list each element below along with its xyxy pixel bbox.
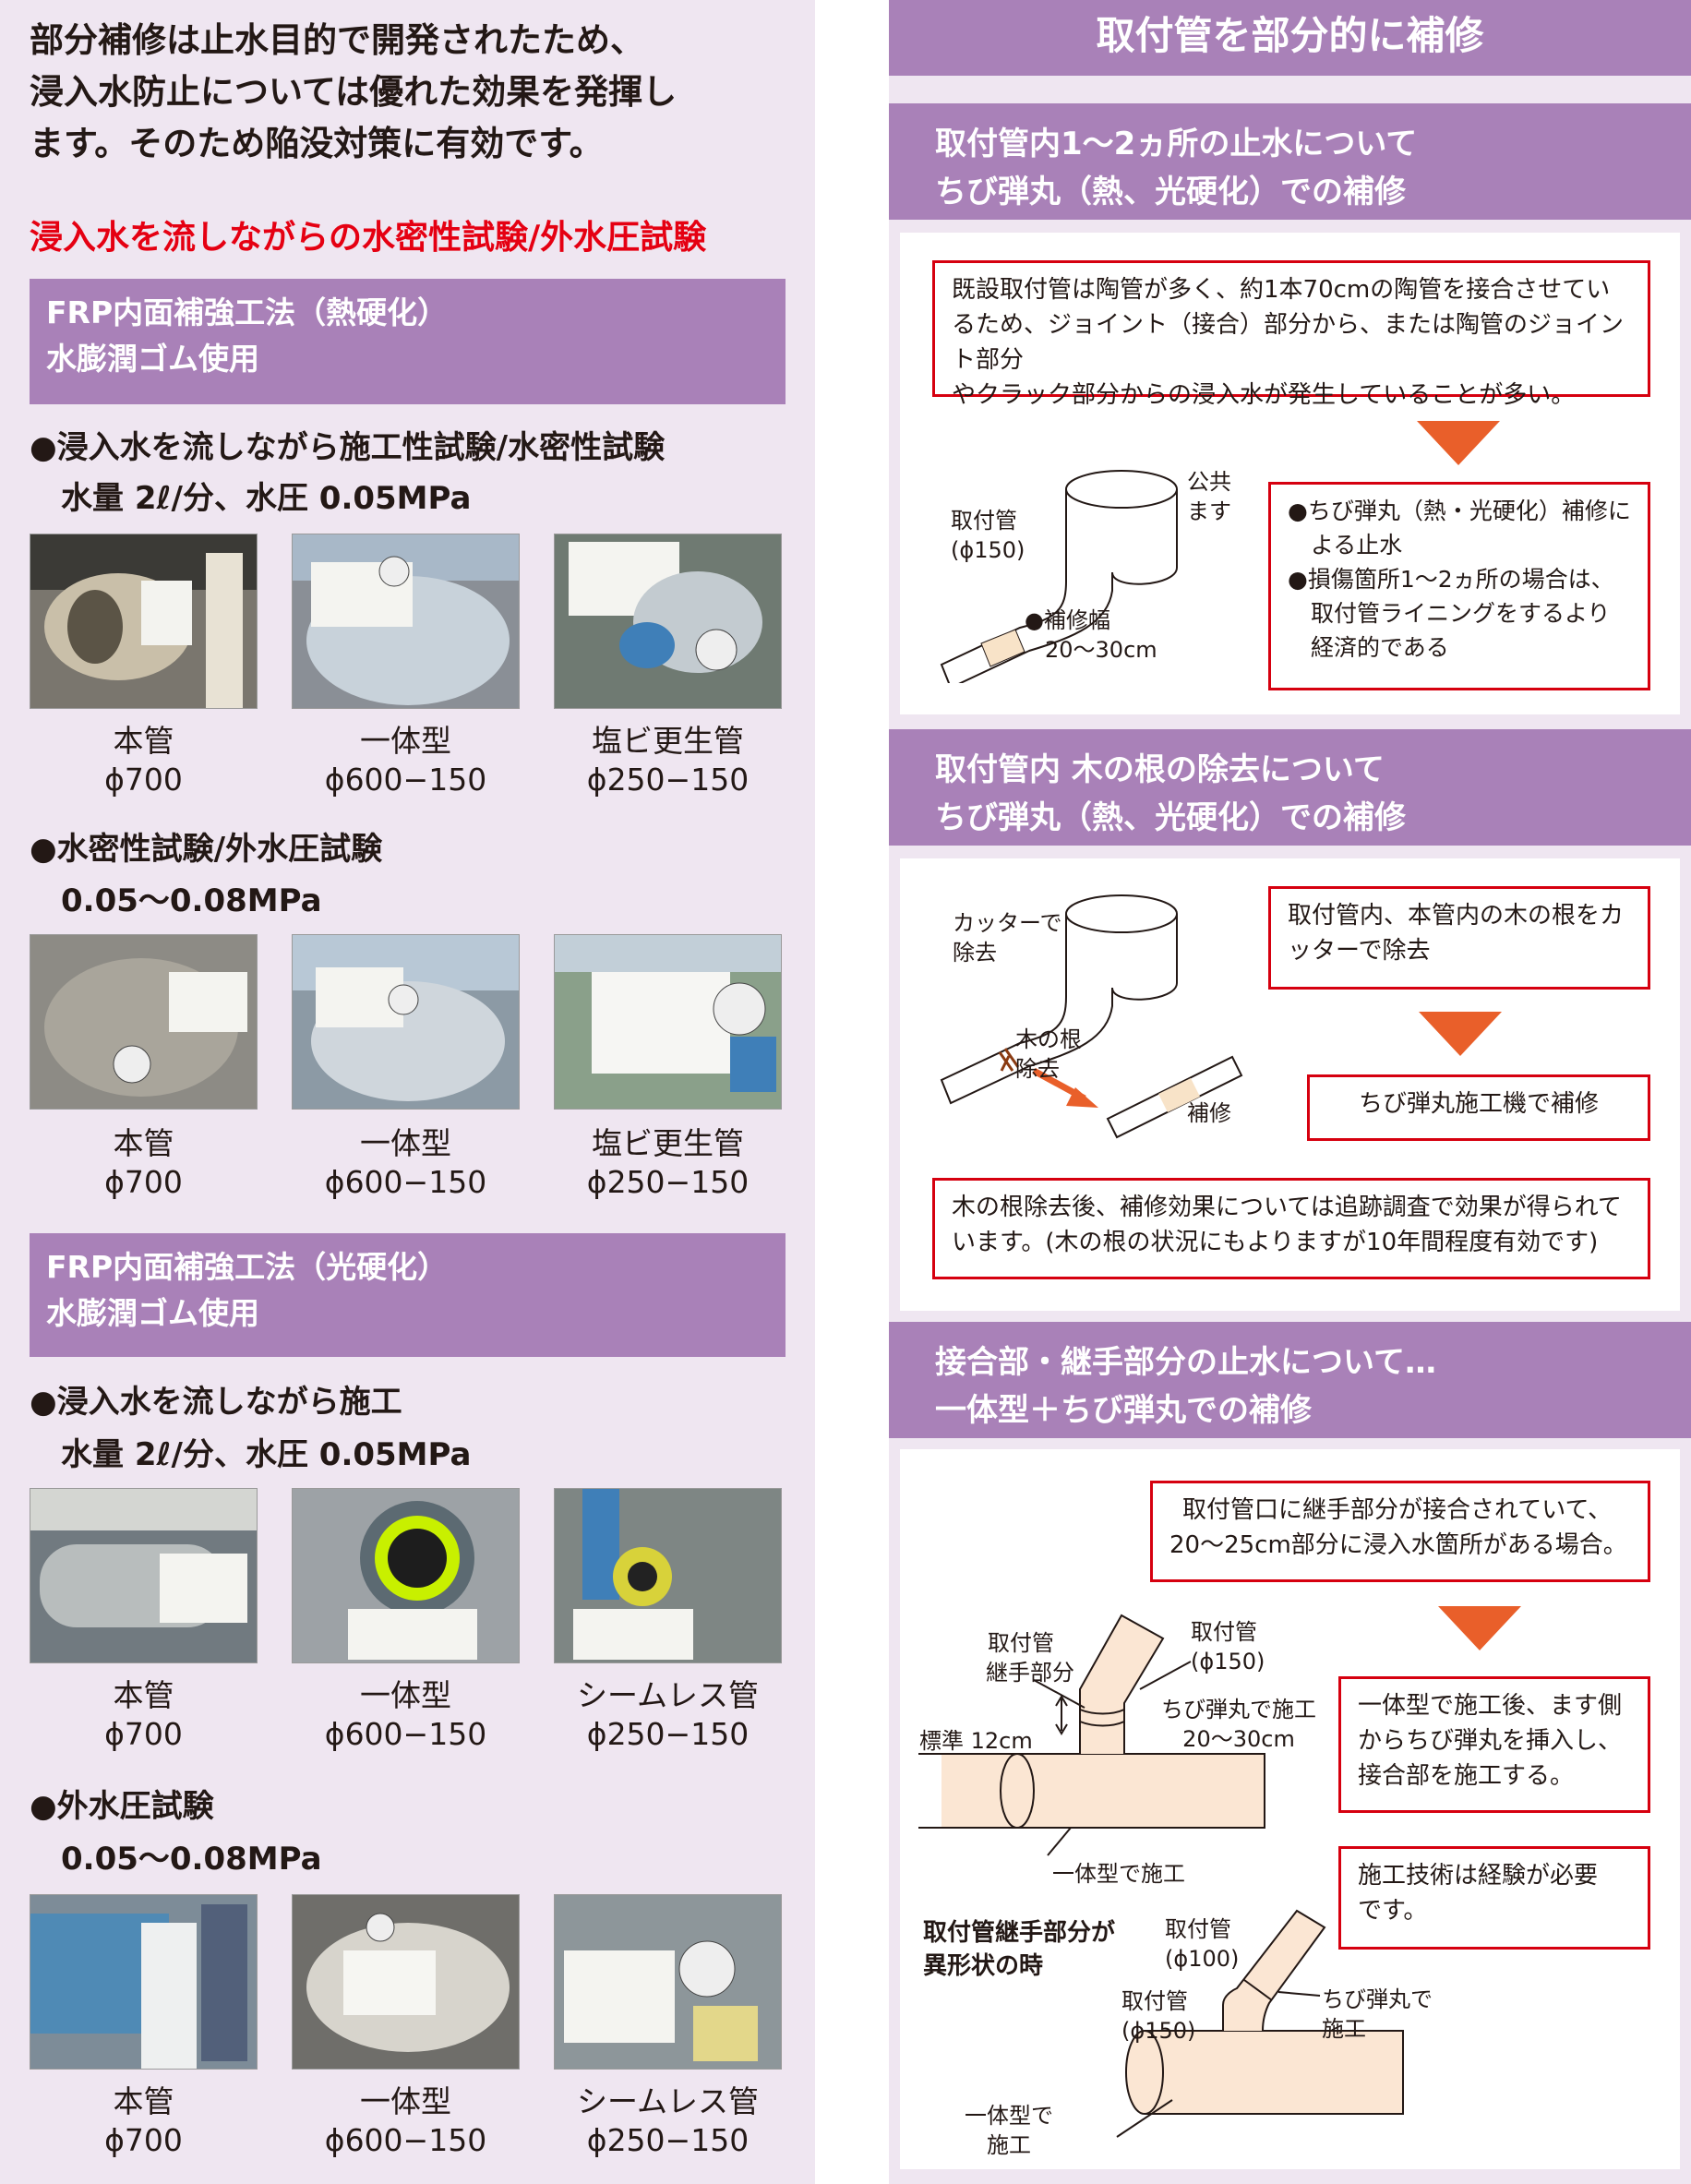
photo-integrated <box>292 1894 520 2070</box>
photo-main-pipe <box>30 1488 258 1663</box>
section-header-line: 水膨潤ゴム使用 <box>46 1295 259 1331</box>
intro-text: 部分補修は止水目的で開発されたため、 浸入水防止については優れた効果を発揮し ま… <box>30 15 805 170</box>
group-subtitle: 0.05〜0.08MPa <box>61 882 322 919</box>
label-public-basin: 公共ます <box>1187 469 1231 524</box>
photo-integrated <box>292 1488 520 1663</box>
joint-note-box: 取付管口に継手部分が接合されていて、 20〜25cm部分に浸入水箇所がある場合。 <box>1150 1481 1650 1582</box>
photo-integrated <box>292 934 520 1110</box>
group-title: ●外水圧試験 <box>30 1788 214 1825</box>
label-pipe: 取付管(ϕ150) <box>951 508 1025 563</box>
photo-main-pipe <box>30 534 258 709</box>
experience-box: 施工技術は経験が必要 です。 <box>1338 1846 1650 1950</box>
label-pipe-100: 取付管(ϕ100) <box>1165 1916 1240 1972</box>
intro-line: ます。そのため陥没対策に有効です。 <box>30 124 604 163</box>
down-arrow-icon <box>1417 421 1500 465</box>
photo-main-pipe <box>30 1894 258 2070</box>
block-header-joint-sealing: 接合部・継手部分の止水について… 一体型＋ちび弾丸での補修 <box>889 1322 1691 1438</box>
section-header-line: FRP内面補強工法（熱硬化） <box>46 294 449 330</box>
group-subtitle: 0.05〜0.08MPa <box>61 1841 322 1878</box>
pipe-diagram-repair-width <box>940 470 1178 683</box>
down-arrow-icon <box>1419 1012 1502 1056</box>
root-cut-box: 取付管内、本管内の木の根をカ ッターで除去 <box>1268 886 1650 990</box>
joint-method-box: 一体型で施工後、ます側 からちび弾丸を挿入し、 接合部を施工する。 <box>1338 1676 1650 1813</box>
label-standard-12cm: 標準 12cm <box>919 1728 1033 1754</box>
group-title: ●水密性試験/外水圧試験 <box>30 831 383 868</box>
group-subtitle: 水量 2ℓ/分、水圧 0.05MPa <box>61 1436 472 1473</box>
photo-pvc-pipe <box>554 934 782 1110</box>
photo-seamless-pipe <box>554 1488 782 1663</box>
group-title: ●浸入水を流しながら施工性試験/水密性試験 <box>30 429 666 466</box>
odd-joint-diagram <box>1116 1909 1404 2138</box>
repair-machine-box: ちび弾丸施工機で補修 <box>1307 1074 1650 1141</box>
pipe-diagram-root-cut <box>940 894 1243 1139</box>
label-root-removal: 木の根除去 <box>1015 1026 1082 1082</box>
intro-line: 浸入水防止については優れた効果を発揮し <box>30 72 678 112</box>
section-header-light: FRP内面補強工法（光硬化） 水膨潤ゴム使用 <box>30 1233 786 1357</box>
label-odd-shape: 取付管継手部分が異形状の時 <box>923 1919 1116 1980</box>
right-title: 取付管を部分的に補修 <box>889 0 1691 76</box>
result-box: ●ちび弾丸（熱・光硬化）補修に よる止水 ●損傷箇所1〜2ヵ所の場合は、 取付管… <box>1268 482 1650 690</box>
label-integrated-construction-2: 一体型で施工 <box>965 2103 1053 2158</box>
down-arrow-icon <box>1438 1606 1521 1650</box>
photo-pvc-pipe <box>554 534 782 709</box>
block-header-root-removal: 取付管内 木の根の除去について ちび弾丸（熱、光硬化）での補修 <box>889 729 1691 846</box>
intro-line: 部分補修は止水目的で開発されたため、 <box>30 20 644 60</box>
block-header-joint-leak: 取付管内1〜2ヵ所の止水について ちび弾丸（熱、光硬化）での補修 <box>889 103 1691 220</box>
root-result-box: 木の根除去後、補修効果については追跡調査で効果が得られて います。(木の根の状況… <box>932 1178 1650 1279</box>
label-integrated-construction: 一体型で施工 <box>1052 1861 1185 1887</box>
group-title: ●浸入水を流しながら施工 <box>30 1384 402 1421</box>
photo-integrated <box>292 534 520 709</box>
label-repair: 補修 <box>1187 1100 1231 1126</box>
label-pipe-150: 取付管(ϕ150) <box>1191 1619 1265 1674</box>
group-subtitle: 水量 2ℓ/分、水圧 0.05MPa <box>61 480 472 517</box>
section-header-thermal: FRP内面補強工法（熱硬化） 水膨潤ゴム使用 <box>30 279 786 404</box>
section-header-line: 水膨潤ゴム使用 <box>46 341 259 377</box>
photo-seamless-pipe <box>554 1894 782 2070</box>
test-heading: 浸入水を流しながらの水密性試験/外水圧試験 <box>30 219 707 257</box>
t-joint-diagram <box>918 1614 1265 1856</box>
label-joint-part: 取付管継手部分 <box>986 1630 1074 1686</box>
section-header-line: FRP内面補強工法（光硬化） <box>46 1249 449 1285</box>
label-cutter: カッターで除去 <box>953 910 1062 966</box>
photo-main-pipe <box>30 934 258 1110</box>
note-box: 既設取付管は陶管が多く、約1本70cmの陶管を接合させてい るため、ジョイント（… <box>932 260 1650 409</box>
label-chibi-construction-2: ちび弾丸で施工 <box>1322 1986 1433 2042</box>
label-pipe-150b: 取付管(ϕ150) <box>1121 1988 1196 2044</box>
